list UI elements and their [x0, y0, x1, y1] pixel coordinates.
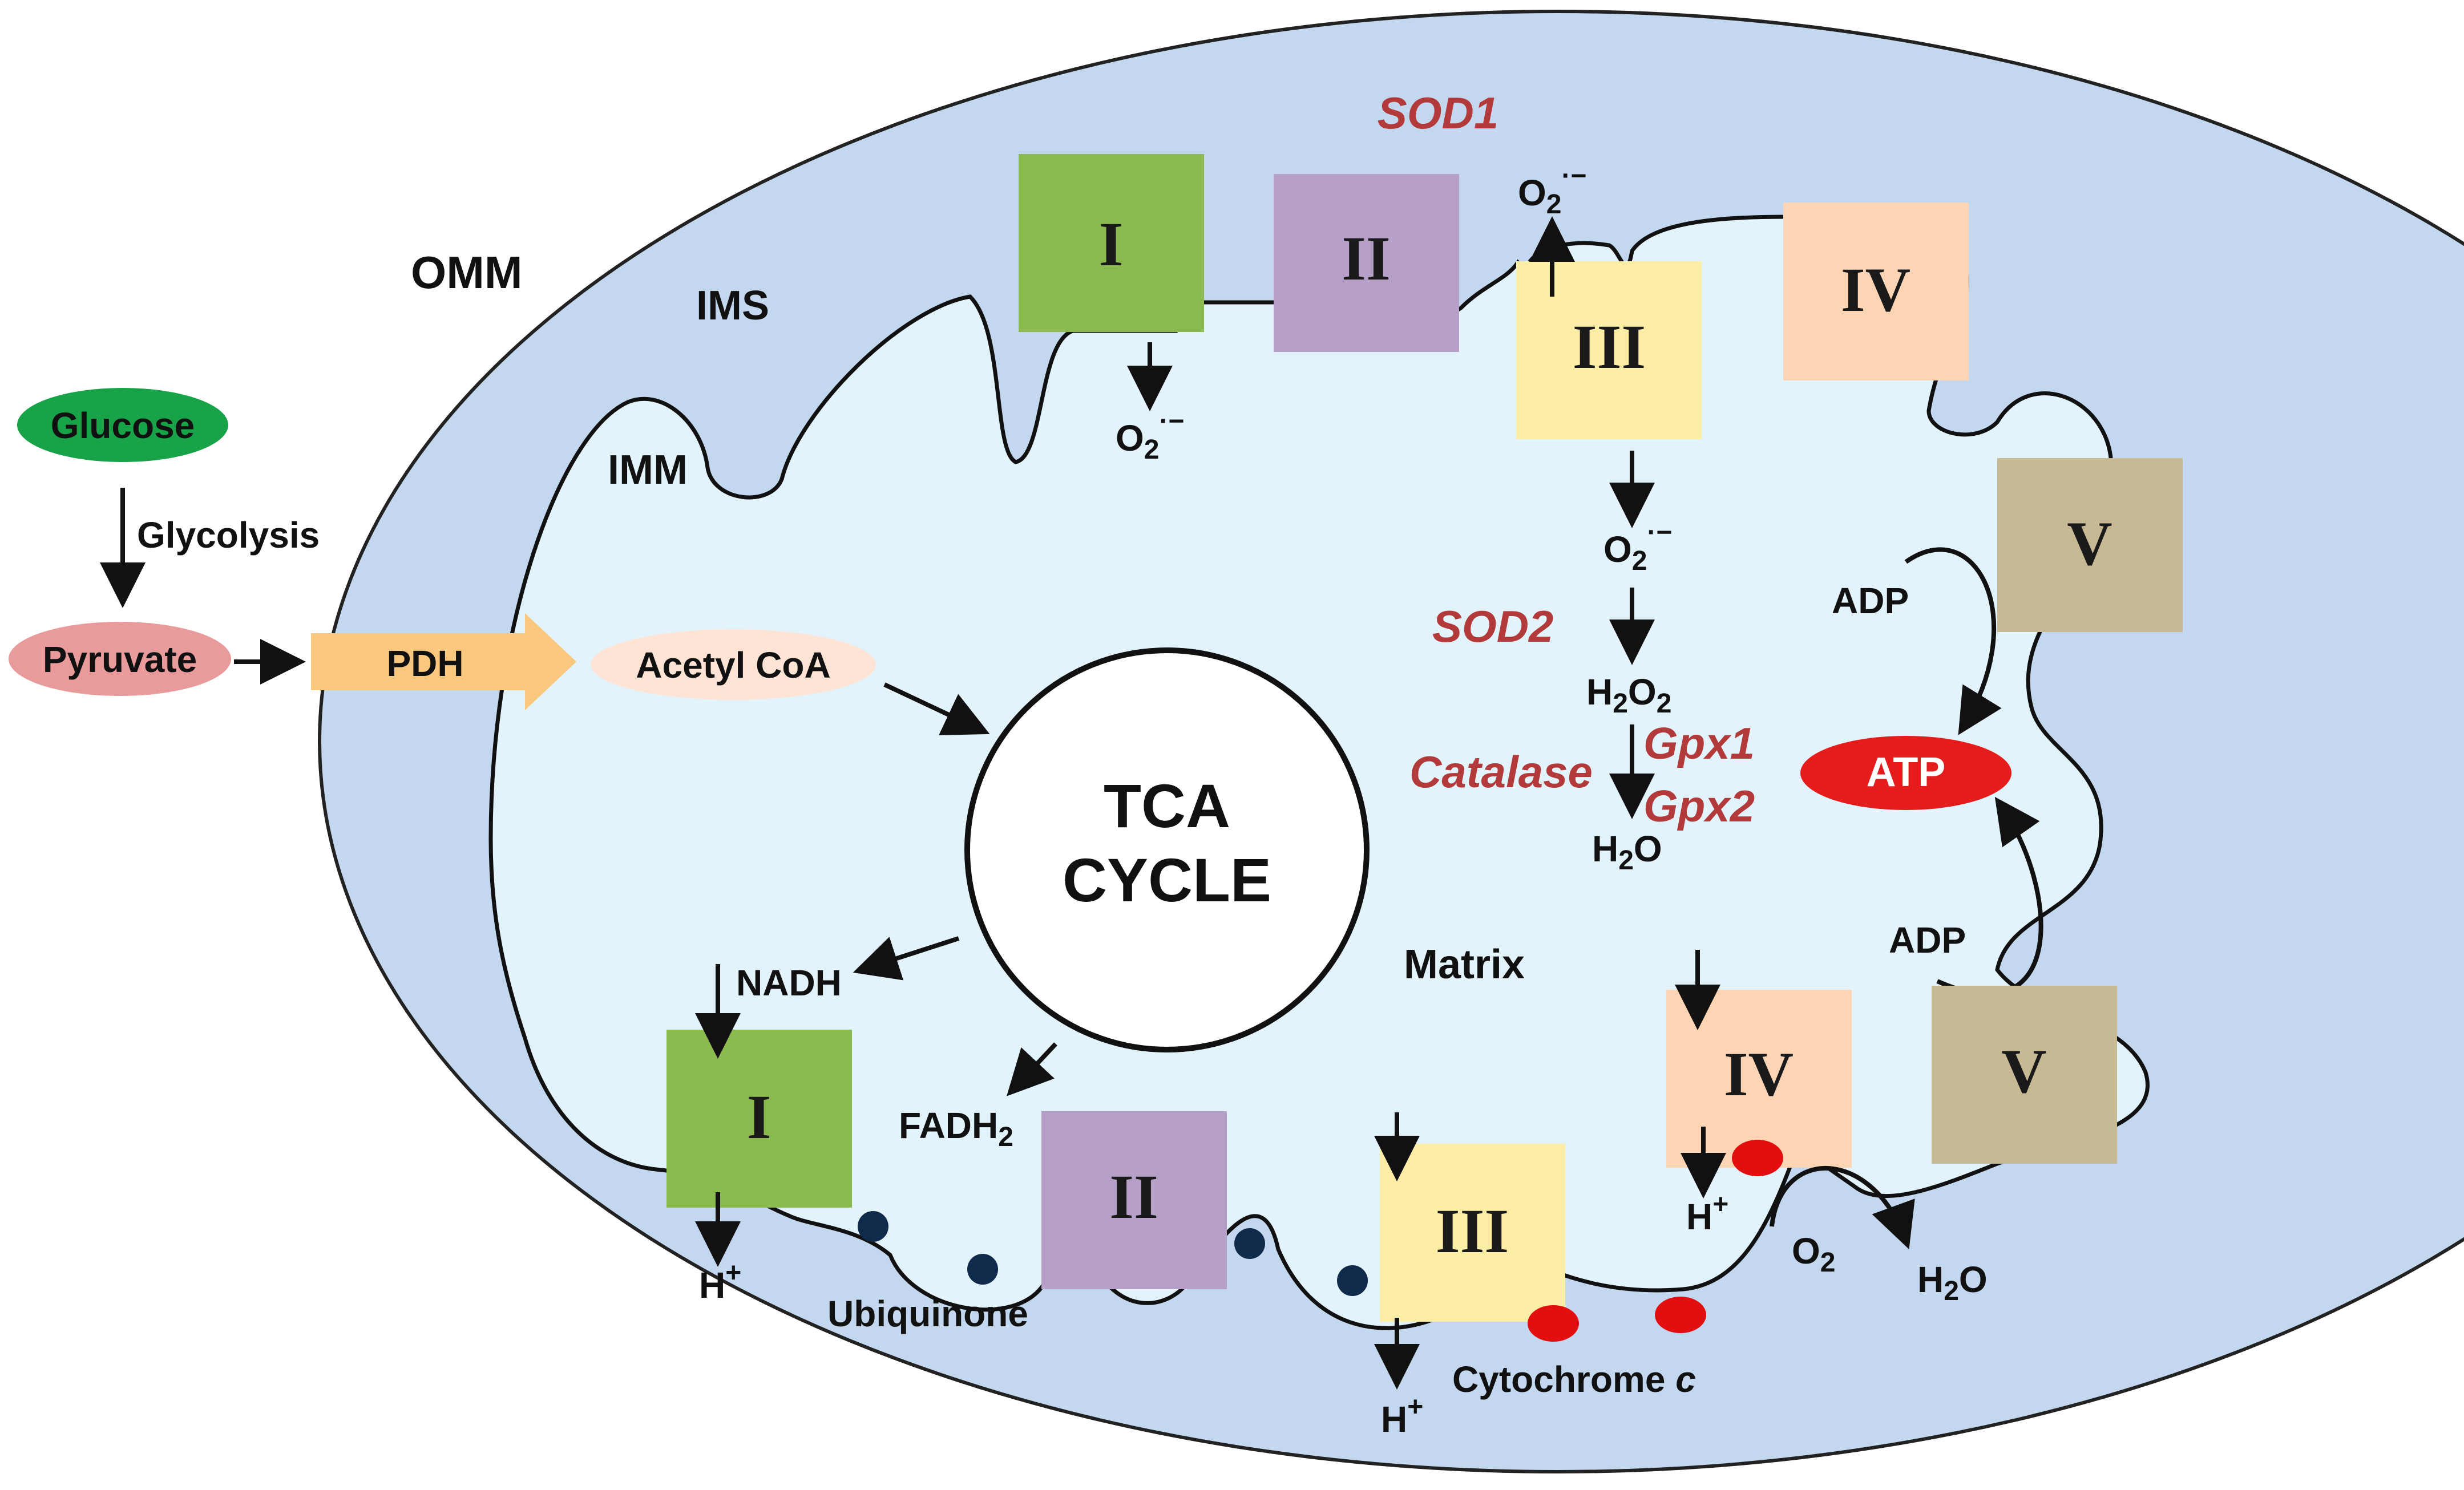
- cytochrome-c-dot: [1732, 1140, 1783, 1176]
- ubiquinone-dot: [858, 1211, 888, 1242]
- sod2-label: SOD2: [1432, 601, 1553, 651]
- acetyl-to-tca-arrow: [883, 682, 990, 735]
- complex-V-top: [1997, 458, 2183, 632]
- o2-label: O2: [1792, 1230, 1835, 1278]
- adp-top-label: ADP: [1832, 580, 1909, 621]
- nadh-label: NADH: [736, 962, 842, 1003]
- acetyl-coa-label: Acetyl CoA: [636, 645, 830, 686]
- complex-III-top: [1516, 261, 1702, 439]
- gpx1-label: Gpx1: [1643, 718, 1755, 768]
- complex-IV-bottom-label: IV: [1724, 1039, 1794, 1109]
- pyruvate-oval: [9, 622, 231, 696]
- h-plus-complex-IV: H+: [1686, 1189, 1728, 1237]
- ubiquinone-dot: [1234, 1228, 1265, 1259]
- complex-V-bottom-label: V: [2001, 1036, 2046, 1106]
- superoxide-complex-I: O2·−: [1116, 406, 1185, 465]
- glucose-oval: [17, 388, 228, 462]
- acetyl-coa-oval: [591, 629, 876, 700]
- complex-III-top-label: III: [1573, 312, 1646, 382]
- pdh-arrow: [311, 613, 576, 710]
- tca-label-line1: TCA: [1104, 771, 1230, 840]
- complex-I-top: [1019, 154, 1204, 332]
- ubiquinone-dot: [1337, 1265, 1368, 1296]
- catalase-label: Catalase: [1409, 747, 1593, 797]
- cytochrome-c-label: Cytochrome c: [1452, 1359, 1696, 1400]
- cytochrome-c-dot: [1528, 1305, 1579, 1342]
- complex-I-bottom-label: I: [747, 1082, 771, 1152]
- superoxide-matrix: O2·−: [1603, 517, 1673, 576]
- complex-II-top: [1274, 174, 1459, 352]
- tca-to-fadh2-arrow: [1007, 1042, 1057, 1096]
- pdh-label: PDH: [386, 643, 463, 684]
- h2o-ims-label: H2O: [1917, 1259, 1988, 1306]
- cytochrome-c-dot: [1655, 1297, 1706, 1333]
- h2o2-label: H2O2: [1586, 671, 1671, 719]
- complex-V-bottom: [1932, 986, 2117, 1164]
- complex-I-top-label: I: [1099, 209, 1124, 279]
- gpx2-label: Gpx2: [1643, 781, 1755, 831]
- h-plus-complex-III: H+: [1381, 1392, 1423, 1440]
- oxygen-reduction-arrow: [1770, 1166, 1915, 1250]
- complex-IV-top: [1783, 203, 1969, 380]
- imm-label: IMM: [608, 447, 688, 493]
- omm-label: OMM: [411, 247, 523, 298]
- atp-label: ATP: [1867, 750, 1946, 795]
- tca-cycle-circle: [964, 647, 1370, 1052]
- complex-V-top-label: V: [2067, 509, 2112, 578]
- adp-to-atp-top-arrow: [1904, 547, 2002, 735]
- complex-II-bottom-label: II: [1109, 1162, 1158, 1232]
- fadh2-label: FADH2: [899, 1105, 1013, 1152]
- complex-I-bottom: [667, 1030, 852, 1208]
- complex-IV-top-label: IV: [1841, 255, 1910, 325]
- ubiquinone-dot: [967, 1254, 998, 1285]
- pyruvate-label: Pyruvate: [43, 639, 197, 680]
- ims-label: IMS: [696, 283, 769, 329]
- superoxide-ims: O2·−: [1518, 161, 1587, 220]
- atp-oval: [1800, 736, 2011, 810]
- tca-label-line2: CYCLE: [1063, 845, 1271, 914]
- tca-to-nadh-arrow: [853, 936, 960, 981]
- sod1-label: SOD1: [1378, 88, 1498, 138]
- complex-II-bottom: [1041, 1111, 1227, 1289]
- glycolysis-label: Glycolysis: [137, 515, 320, 556]
- h2o-matrix-label: H2O: [1592, 828, 1662, 876]
- complex-III-bottom-label: III: [1436, 1196, 1509, 1266]
- matrix-label: Matrix: [1404, 942, 1525, 987]
- adp-bottom-label: ADP: [1889, 920, 1966, 961]
- ubiquinone-label: Ubiquinone: [827, 1293, 1028, 1334]
- h-plus-complex-I: H+: [699, 1258, 741, 1306]
- complex-II-top-label: II: [1342, 224, 1391, 293]
- glucose-label: Glucose: [51, 405, 195, 446]
